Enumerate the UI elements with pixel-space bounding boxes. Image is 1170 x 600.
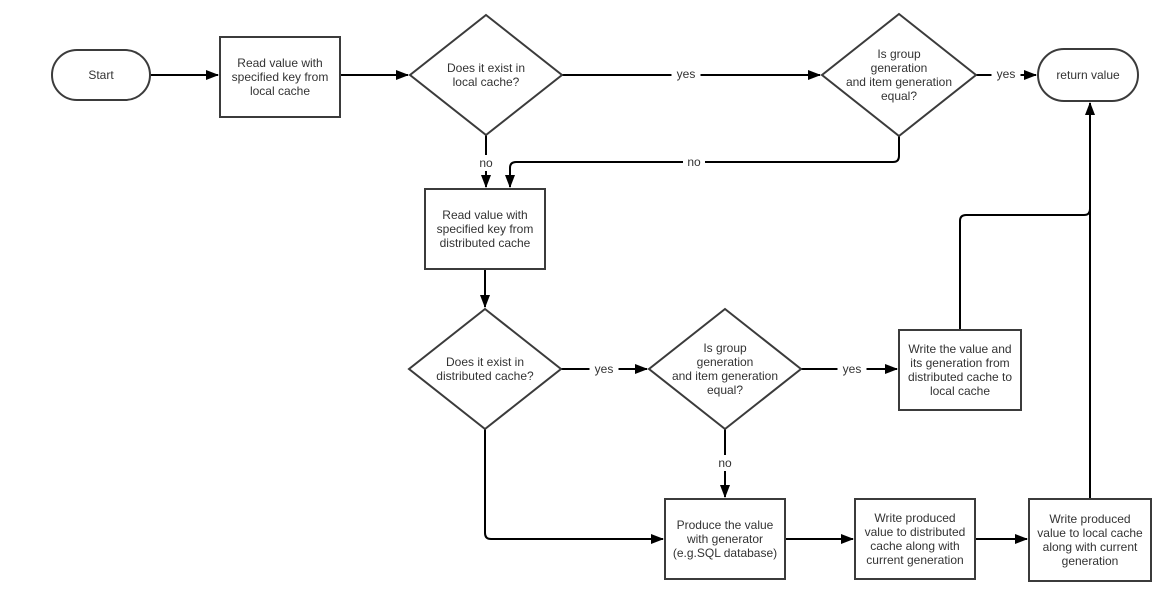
node-label-line: Is group [877,47,921,61]
node-label-line: local cache? [453,75,520,89]
node-label-line: its generation from [910,356,1009,370]
node-label-line: equal? [881,89,917,103]
process-rect-shape [1028,498,1152,582]
node-label-line: Write produced [874,511,955,525]
edge-label-exists-local-no: no [475,155,497,171]
node-label-line: specified key from [437,222,534,236]
node-label-line: Write the value and [908,342,1011,356]
edge-label-text: no [718,456,732,470]
node-label-line: generation [697,355,754,369]
edge-exists-distributed-down-to-produce [484,429,664,544]
node-label-line: Does it exist in [447,61,525,75]
node-label-line: value to distributed [865,525,966,539]
edge-label-exists-distributed-yes: yes [589,361,619,377]
edge-label-bg [589,361,619,377]
process-rect-shape [664,498,786,580]
node-label-line: value to local cache [1037,526,1143,540]
node-label-line: along with current [1043,540,1138,554]
node-label-line: distributed cache to [908,370,1012,384]
decision-diamond-shape [647,307,803,431]
process-rect-shape [898,329,1022,411]
edge-label-bg [671,66,701,82]
node-return-value: return value [1037,48,1139,102]
node-label-line: specified key from [232,70,329,84]
node-label: return value [1056,68,1120,82]
node-label-line: Is group [703,341,747,355]
edge-label-generation-equal-top-no: no [683,154,705,170]
edge-label-generation-equal-mid-yes: yes [837,361,867,377]
node-label-line: distributed cache [440,236,531,250]
node-label-line: Does it exist in [446,355,524,369]
terminator-shape [1037,48,1139,102]
edge-label-bg [475,155,497,171]
edge-label-text: yes [677,67,696,81]
decision-diamond-shape [407,307,563,431]
edge-label-text: yes [843,362,862,376]
node-label-line: Start [88,68,114,82]
node-label-line: Read value with [237,56,322,70]
node-label-line: (e.g.SQL database) [673,546,777,560]
process-rect-shape [219,36,341,118]
edge-label-text: yes [595,362,614,376]
edge-label-exists-local-yes: yes [671,66,701,82]
node-label-line: local cache [930,384,990,398]
node-label-line: distributed cache? [436,369,534,383]
edge-label-generation-equal-top-yes: yes [991,66,1021,82]
edge-label-bg [714,455,736,471]
node-label-line: return value [1056,68,1120,82]
node-label-line: local cache [250,84,310,98]
node-label-line: Read value with [442,208,527,222]
decision-diamond-shape [408,13,564,137]
decision-diamond-shape [820,12,978,138]
node-label-line: and item generation [672,369,778,383]
node-label-line: current generation [866,553,963,567]
edge-label-bg [991,66,1021,82]
edge-label-text: no [479,156,493,170]
process-rect-shape [854,498,976,580]
node-label-line: generation [1062,554,1119,568]
edge-label-text: yes [997,67,1016,81]
node-label-line: and item generation [846,75,952,89]
node-label-line: equal? [707,383,743,397]
node-label-line: with generator [686,532,763,546]
terminator-shape [51,49,151,101]
node-label-line: cache along with [870,539,959,553]
edge-write-value-generation-join-return-line [959,200,1091,330]
node-label: Start [88,68,114,82]
edge-label-bg [837,361,867,377]
node-start: Start [51,49,151,101]
edge-label-text: no [687,155,701,169]
process-rect-shape [424,188,546,270]
edges-layer [150,70,1095,544]
node-label-line: Write produced [1049,512,1130,526]
edge-label-bg [683,154,705,170]
node-label-line: Produce the value [677,518,774,532]
edge-label-generation-equal-mid-no: no [714,455,736,471]
node-label-line: generation [871,61,928,75]
